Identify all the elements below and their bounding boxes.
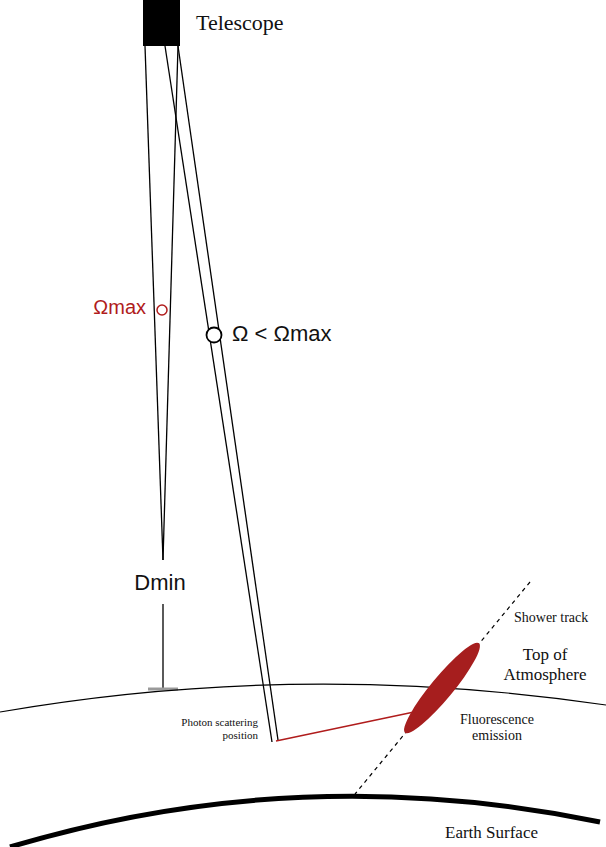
view-line [163, 46, 178, 560]
distance-label: Dmin [134, 570, 185, 595]
solid-angle-max [157, 305, 167, 315]
track-label: Shower track [514, 610, 588, 626]
solid-angle-label: Ωmax [93, 296, 146, 319]
telescope-body [143, 0, 180, 46]
telescope-label: Telescope [196, 10, 284, 35]
surface-label: Earth Surface [445, 823, 538, 843]
solid-angle [207, 328, 222, 343]
atmosphere-boundary [0, 684, 606, 712]
solid-angle-label: Ω < Ωmax [232, 321, 332, 346]
distance-line [162, 604, 163, 688]
earth-surface [10, 796, 600, 847]
view-line [165, 46, 272, 742]
shower-track [355, 582, 530, 794]
photon-path [276, 712, 414, 741]
scattering-label: Photon scattering position [166, 716, 258, 741]
view-line [145, 46, 163, 560]
view-line [178, 46, 278, 740]
region-label: Top of Atmosphere [490, 645, 600, 684]
emission-label: Fluorescence emission [450, 712, 545, 744]
